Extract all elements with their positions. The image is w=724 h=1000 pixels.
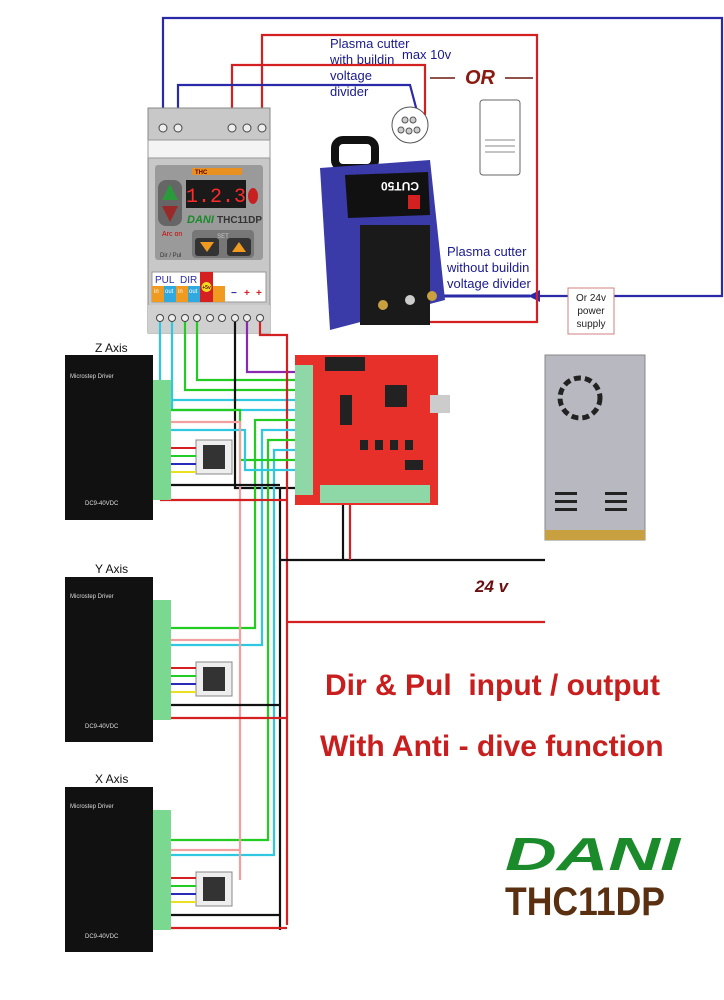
without-divider-label-3: voltage divider <box>447 276 531 291</box>
without-divider-label-2: without buildin <box>446 260 529 275</box>
thc-display: 1.2.3 <box>186 186 246 209</box>
plus5v-label: +5v <box>202 285 211 291</box>
power-note-box <box>567 287 615 335</box>
headline-dir-pul: Dir & Pul input / output <box>325 669 660 702</box>
driver-z: Z Axis Microstep Driver DC9-40VDC <box>65 341 233 520</box>
thc-controller: 1.2.3 DANI THC11DP THC Arc on Dir / Pul … <box>147 107 271 334</box>
z-axis-label: Z Axis <box>95 341 128 355</box>
pul-out-label: out <box>165 289 174 295</box>
y-axis-label: Y Axis <box>95 562 128 576</box>
breakout-board <box>295 355 450 505</box>
with-divider-label-2: with buildin <box>329 52 394 67</box>
power-note-1: Or 24v <box>576 293 606 304</box>
plus-label-1: + <box>244 288 250 299</box>
x-axis-label: X Axis <box>95 772 128 786</box>
headline-anti-dive: With Anti - dive function <box>320 730 664 763</box>
thc-badge: THC <box>195 170 208 176</box>
thc-model: THC11DP <box>217 215 262 226</box>
dani-logo: DANI THC11DP <box>505 828 682 924</box>
dir-out-label: out <box>189 289 198 295</box>
power-note-3: supply <box>577 319 606 330</box>
plus-label-2: + <box>256 288 262 299</box>
logo-model: THC11DP <box>505 880 665 924</box>
pul-in-label: in <box>154 289 159 295</box>
plasma-cutter: CUT50 <box>320 99 521 330</box>
cutter-model: CUT50 <box>381 179 419 193</box>
plus5v-badge <box>201 282 212 292</box>
driver-name: Microstep Driver <box>70 804 114 810</box>
minus-label: − <box>231 288 237 299</box>
dir-in-label: in <box>178 289 183 295</box>
driver-name: Microstep Driver <box>70 594 114 600</box>
driver-rating: DC9-40VDC <box>85 934 119 940</box>
usb-port <box>430 395 450 413</box>
arc-on-label: Arc on <box>162 231 182 238</box>
dir-label: DIR <box>180 275 197 286</box>
logo-brand: DANI <box>505 828 682 880</box>
power-note-2: power <box>577 306 605 317</box>
thc-brand: DANI <box>187 214 215 226</box>
power-supply <box>544 354 646 541</box>
driver-name: Microstep Driver <box>70 374 114 380</box>
driver-x: X Axis Microstep Driver DC9-40VDC <box>65 772 233 952</box>
driver-y: Y Axis Microstep Driver DC9-40VDC <box>65 562 233 742</box>
motor-wires <box>171 447 196 903</box>
driver-rating: DC9-40VDC <box>85 501 119 507</box>
or-label: OR <box>465 67 496 89</box>
without-divider-label-1: Plasma cutter <box>447 244 527 259</box>
signal-wires <box>158 322 545 930</box>
set-label: SET <box>217 234 229 240</box>
supply-voltage-label: 24 v <box>474 577 510 596</box>
dir-pul-label: Dir / Pul <box>160 253 181 259</box>
pul-label: PUL <box>155 275 175 286</box>
max-voltage-label: max 10v <box>402 47 452 62</box>
with-divider-label-3: voltage <box>330 68 372 83</box>
with-divider-label-4: divider <box>330 84 369 99</box>
with-divider-label-1: Plasma cutter <box>330 36 410 51</box>
driver-rating: DC9-40VDC <box>85 724 119 730</box>
